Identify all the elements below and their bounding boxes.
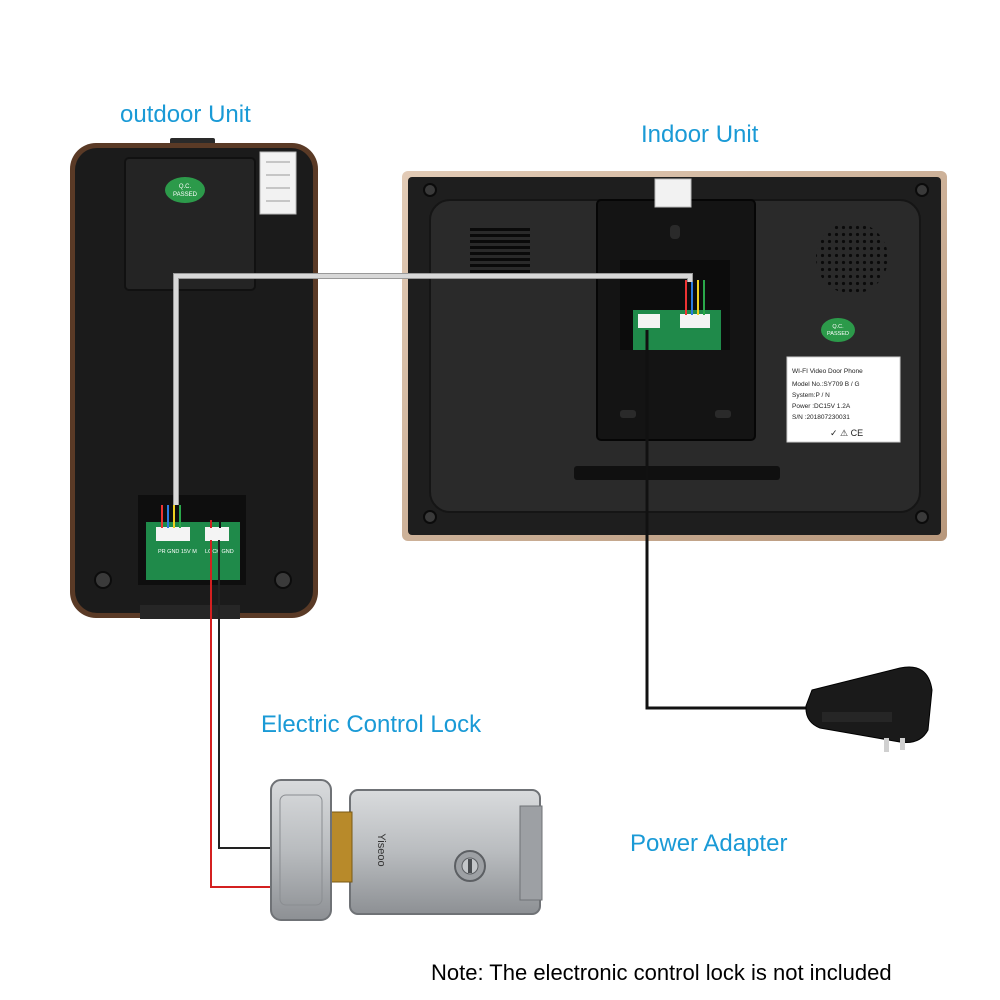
spec-serial: S/N :201807230031 (792, 414, 850, 421)
indoor-spec-label: WI-FI Video Door Phone Model No.:SY709 B… (786, 356, 901, 443)
lock-wire-red (210, 540, 272, 888)
lock-side-plate (519, 805, 543, 901)
plug-prong-icon (884, 738, 889, 752)
spec-power: Power :DC15V 1.2A (792, 403, 851, 410)
outdoor-warranty-sticker (259, 151, 297, 215)
indoor-warranty-sticker (654, 178, 692, 208)
note-text: Note: The electronic control lock is not… (431, 960, 892, 985)
lock-brand-label: Yiseoo (375, 833, 387, 866)
adapter-body (805, 666, 933, 743)
indoor-qc-sticker: Q.C. PASSED (821, 318, 855, 342)
bracket-slot (620, 410, 636, 418)
qc-line1: Q.C. (179, 184, 192, 190)
indoor-unit: Q.C. PASSED WI-FI Video Door Phone Model… (402, 171, 947, 541)
power-adapter-label: Power Adapter (630, 830, 788, 857)
speaker-grill-icon (816, 222, 888, 294)
lock-strike-plate (270, 779, 332, 921)
outdoor-qc-sticker: Q.C. PASSED (165, 177, 205, 203)
bracket-slot (715, 410, 731, 418)
video-cable (174, 274, 692, 505)
qc-line1: Q.C. (832, 324, 844, 330)
outdoor-connector-right (205, 527, 229, 541)
spec-model: Model No.:SY709 B / G (792, 381, 860, 388)
indoor-bottom-slot (574, 466, 780, 480)
outdoor-cover-plate (124, 157, 256, 291)
screw-icon (423, 510, 437, 524)
screw-icon (94, 571, 112, 589)
screw-icon (915, 510, 929, 524)
spec-system: System:P / N (792, 392, 830, 399)
outdoor-bottom-edge (140, 605, 240, 619)
connection-wires (173, 273, 812, 888)
indoor-vent-slots (470, 225, 530, 273)
bracket-hook (670, 225, 680, 239)
spec-title: WI-FI Video Door Phone (792, 368, 863, 375)
outdoor-terminal-label-left: PR GND 15V M (158, 549, 197, 555)
outdoor-unit: Q.C. PASSED PR GND 15V M LOCK GND (70, 138, 318, 619)
indoor-connector-left (638, 314, 660, 328)
lock-wire-black (218, 540, 272, 849)
screw-icon (274, 571, 292, 589)
qc-line2: PASSED (827, 331, 849, 337)
qc-line2: PASSED (173, 192, 198, 198)
indoor-connector-right (680, 314, 710, 328)
screw-icon (423, 183, 437, 197)
lock-strike-inner (279, 794, 323, 906)
keyhole-icon (468, 859, 472, 873)
indoor-unit-label: Indoor Unit (641, 121, 759, 148)
power-cable (645, 330, 812, 710)
power-adapter (805, 666, 933, 752)
electric-control-lock: Yiseoo (270, 779, 543, 921)
electric-control-lock-label: Electric Control Lock (261, 711, 482, 738)
screw-icon (915, 183, 929, 197)
outdoor-unit-label: outdoor Unit (120, 101, 251, 128)
adapter-label-band (822, 712, 892, 722)
plug-prong-icon (900, 738, 905, 750)
outdoor-connector-left (156, 527, 190, 541)
certification-marks-icon: ✓ ⚠ CE (830, 428, 863, 438)
